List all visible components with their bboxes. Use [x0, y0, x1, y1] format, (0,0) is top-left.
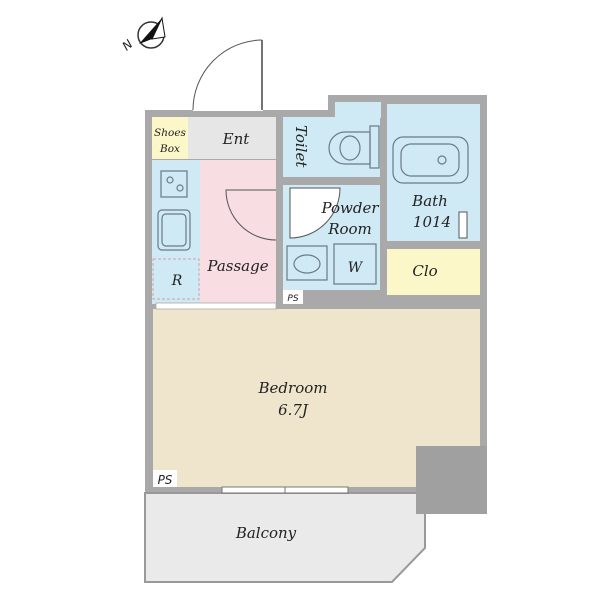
toilet-area	[283, 117, 380, 177]
powder-room-label-2: Room	[327, 220, 372, 238]
entrance-door	[192, 39, 263, 111]
refrigerator-space	[152, 258, 200, 300]
washer-label: W	[348, 260, 364, 276]
pipe-space-1-label: PS	[287, 294, 298, 304]
bedroom-label-1: Bedroom	[258, 379, 328, 397]
north-label: N	[120, 37, 136, 54]
compass-needle-light	[151, 16, 166, 40]
structural-column	[416, 446, 487, 514]
passage-label: Passage	[206, 257, 268, 275]
refrigerator-label: R	[171, 273, 183, 289]
powder-room-label-1: Powder	[320, 199, 379, 217]
toilet-label: Toilet	[292, 125, 310, 168]
closet-area	[387, 249, 480, 295]
passage-door-swing	[225, 189, 277, 241]
bedroom-area	[153, 309, 480, 487]
bedroom-door-gap	[155, 302, 277, 310]
entrance-area	[188, 117, 276, 159]
bath-label-1: Bath	[411, 192, 448, 210]
shoes-box-label-2: Box	[159, 143, 180, 155]
pipe-space-1	[283, 290, 303, 304]
stove	[160, 170, 188, 198]
compass: N	[120, 16, 166, 54]
balcony-window	[221, 486, 349, 494]
bedroom-label-2: 6.7J	[278, 401, 309, 419]
balcony-label: Balcony	[235, 524, 297, 542]
bathtub	[392, 136, 469, 184]
kitchen-sink	[157, 209, 191, 251]
closet-label: Clo	[412, 262, 437, 280]
toilet-fixture	[328, 125, 380, 169]
passage-area	[200, 160, 276, 304]
washer-space	[333, 243, 377, 285]
shoes-box-area	[152, 117, 188, 159]
toilet-bump	[335, 102, 381, 118]
compass-needle	[139, 18, 162, 44]
wash-basin	[286, 245, 328, 281]
bath-label-2: 1014	[413, 213, 451, 231]
shoes-box-label-1: Shoes	[154, 127, 186, 139]
entrance-label: Ent	[222, 130, 251, 148]
powder-door-swing	[289, 187, 341, 239]
balcony-area	[144, 492, 426, 583]
pipe-space-2	[153, 470, 177, 487]
bath-door	[458, 211, 468, 239]
pipe-space-2-label: PS	[158, 473, 173, 487]
